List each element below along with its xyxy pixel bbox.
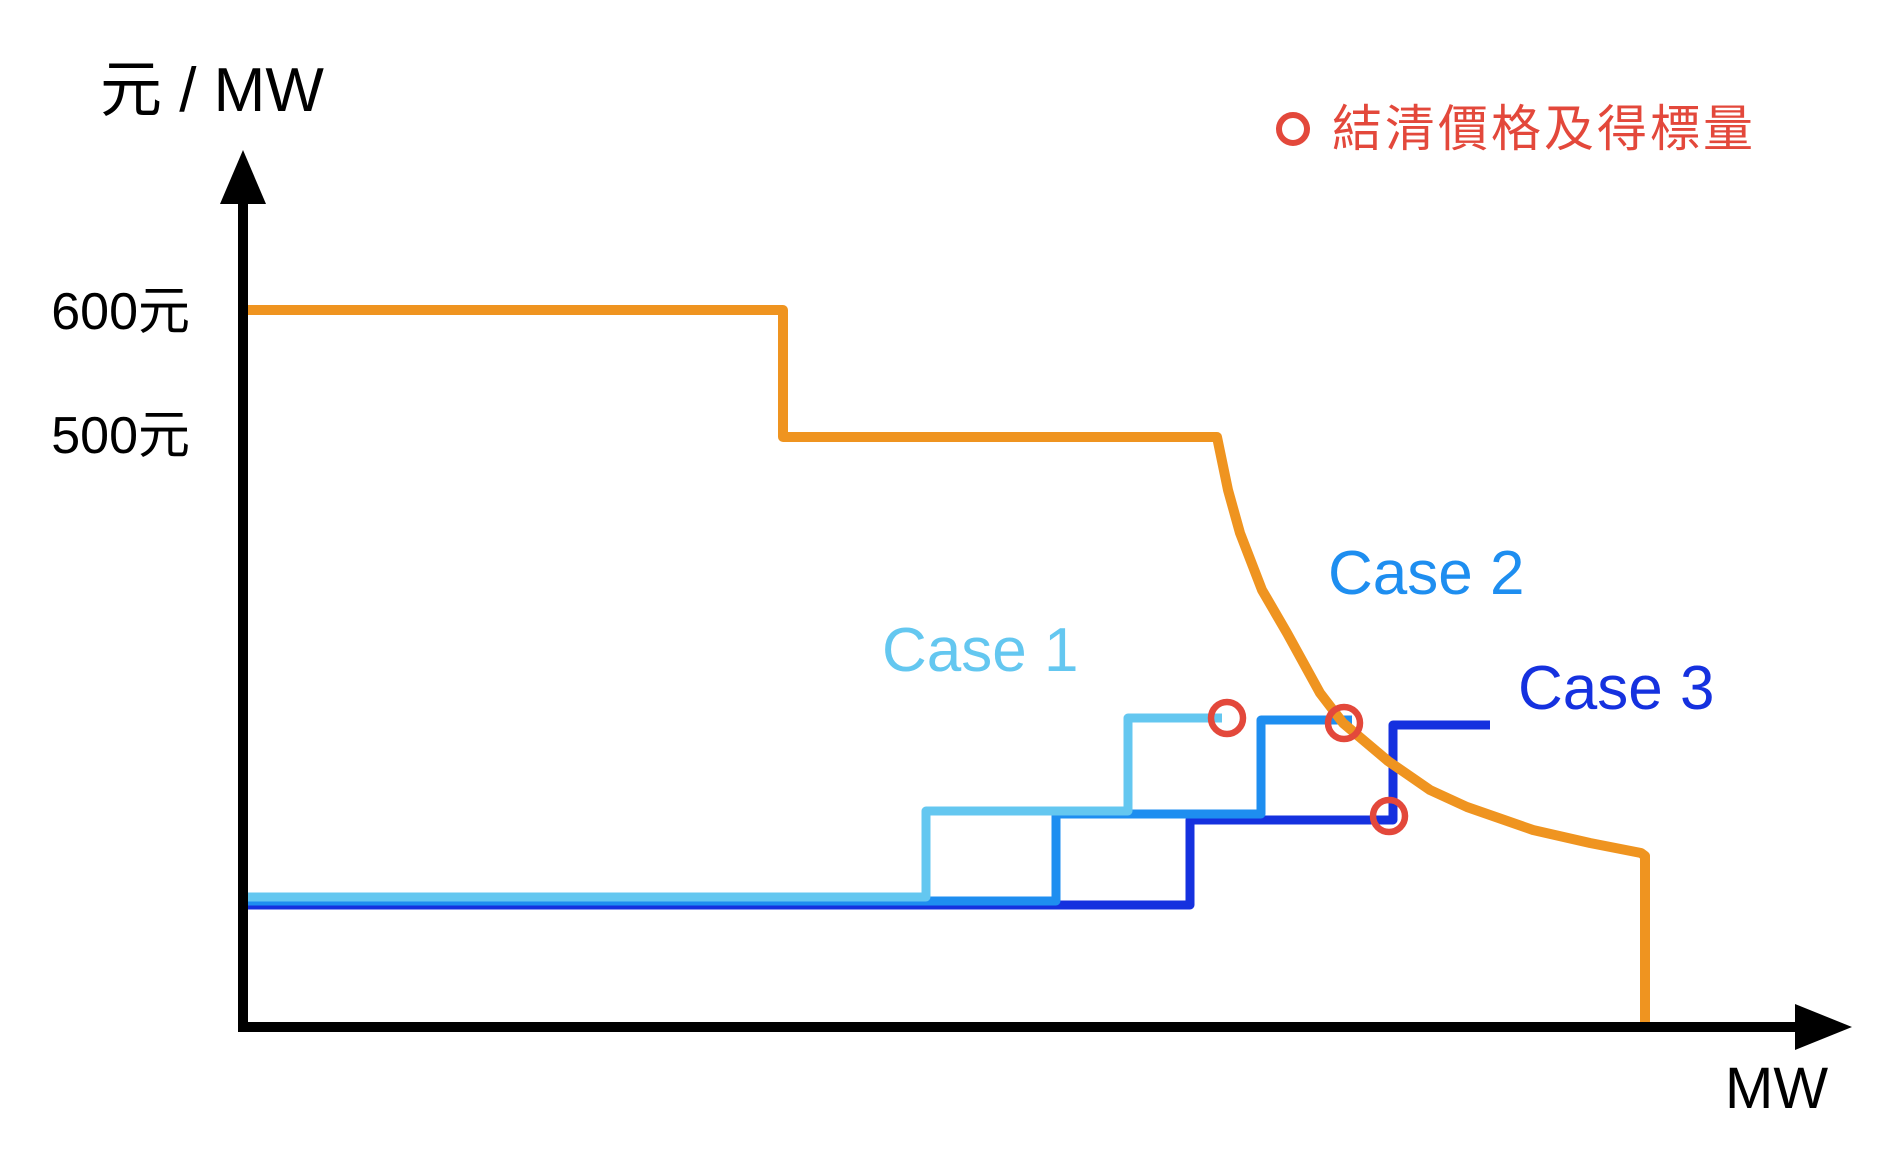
case-3-label: Case 3 [1518,654,1715,723]
demand-curve [243,305,1650,1023]
y-axis-title: 元 / MW [100,56,324,125]
case-2-label: Case 2 [1328,539,1525,608]
case-3-bid-curve [243,720,1490,910]
clearing-marker-icon [1276,112,1310,146]
clearing-point-case-1 [1207,698,1247,738]
x-axis-arrowhead [1795,1004,1852,1050]
legend: 結清價格及得標量 [1276,104,1756,154]
case-1-bid-curve [243,713,1222,902]
y-axis-arrowhead [220,150,266,204]
x-axis-title: MW [1725,1056,1829,1121]
y-tick-500: 500元 [51,407,190,465]
y-tick-600: 600元 [51,283,190,341]
legend-label: 結清價格及得標量 [1332,101,1756,157]
clearing-point-case-3 [1369,796,1409,836]
clearing-point-case-2 [1324,703,1364,743]
case-1-label: Case 1 [882,616,1079,685]
